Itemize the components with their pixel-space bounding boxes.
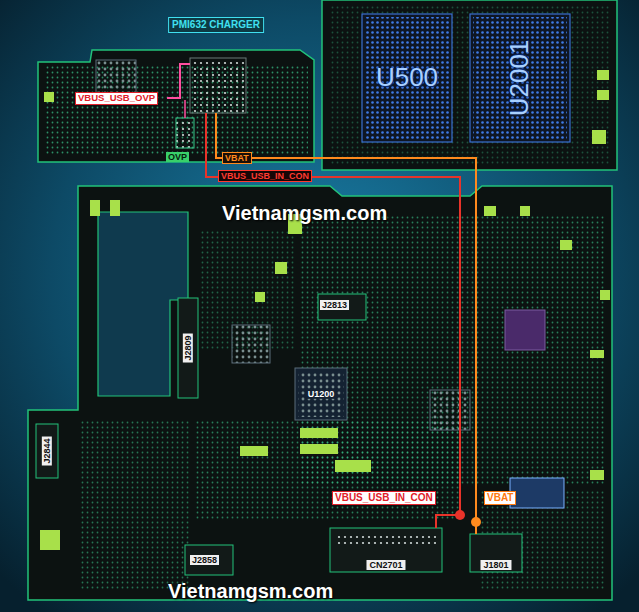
- pad: [560, 240, 572, 250]
- battery-connector: J1801: [470, 534, 522, 572]
- pad: [300, 444, 338, 454]
- ic-chip: [232, 325, 270, 363]
- memory-chip: [470, 14, 570, 142]
- part-name: J2809: [183, 333, 193, 362]
- board-connector: [185, 545, 233, 575]
- board-connector: [318, 294, 366, 320]
- part-name: J2813: [320, 300, 349, 310]
- ovp-trace: [167, 64, 190, 98]
- connector-pins: [336, 533, 436, 547]
- component-area: [330, 6, 610, 164]
- bga-balls: [365, 17, 449, 139]
- pad: [592, 130, 606, 144]
- board-connector: [36, 424, 58, 478]
- pad: [255, 292, 265, 302]
- signal-name: OVP: [166, 152, 189, 162]
- pad: [300, 428, 338, 438]
- part-label: CN2701: [366, 560, 405, 570]
- part-label: U2001: [505, 40, 535, 117]
- board-outline: [28, 186, 612, 600]
- pad: [597, 70, 609, 80]
- pad: [590, 470, 604, 480]
- pad: [90, 200, 100, 216]
- board-outline: [38, 50, 314, 162]
- pad: [275, 262, 287, 274]
- signal-name: VBAT: [484, 491, 516, 505]
- pad: [40, 530, 60, 550]
- ic-chip: U1200: [295, 368, 347, 420]
- battery-connector: [470, 534, 522, 572]
- bga-balls: [473, 17, 567, 139]
- board-connector: [330, 528, 442, 572]
- pads: [40, 70, 610, 550]
- soc-chip: [362, 14, 452, 142]
- bga-balls: [298, 371, 344, 417]
- pad: [44, 92, 54, 102]
- signal-name: VBUS_USB_IN_CON: [218, 170, 312, 182]
- component-area: [46, 66, 308, 154]
- ovp-chip: [176, 118, 194, 148]
- signal-name: VBUS_USB_OVP: [75, 92, 158, 105]
- part-label: U500: [376, 63, 438, 93]
- ic-chip: [96, 60, 136, 96]
- watermark: Vietnamgsm.com: [222, 202, 387, 225]
- board-outline: [322, 0, 617, 170]
- part-label: U1200: [306, 389, 337, 399]
- memory-chip: U2001: [470, 14, 570, 142]
- ic-chip: [295, 368, 347, 420]
- board-cutout: [98, 212, 188, 396]
- part-name: J2858: [190, 555, 219, 565]
- charger-ic: [190, 58, 246, 113]
- component-area: [195, 420, 460, 520]
- soc-chip: U500: [362, 14, 452, 142]
- pad: [484, 206, 496, 216]
- part-label: J1801: [480, 560, 511, 570]
- board-connector: [178, 298, 198, 398]
- pad: [335, 460, 371, 472]
- ic-chip: [505, 310, 545, 350]
- charger-ic: PMI632 CHARGER: [165, 17, 267, 113]
- signal-name: VBUS_USB_IN_CON: [332, 491, 436, 505]
- pad: [520, 206, 530, 216]
- component-area: [80, 420, 190, 590]
- ic-chip: [510, 478, 564, 508]
- signal-trace: [206, 113, 460, 528]
- pad: [110, 200, 120, 216]
- pad: [240, 446, 268, 456]
- part-name: J2844: [42, 436, 52, 465]
- ic-chip: [430, 390, 470, 430]
- signal-name: VBAT: [222, 152, 252, 164]
- pad: [600, 290, 610, 300]
- board-connector: CN2701: [330, 528, 442, 572]
- part-label: PMI632 CHARGER: [168, 17, 264, 33]
- pad: [590, 350, 604, 358]
- watermark: Vietnamgsm.com: [168, 580, 333, 603]
- pad: [597, 90, 609, 100]
- ovp-trace: [184, 100, 186, 118]
